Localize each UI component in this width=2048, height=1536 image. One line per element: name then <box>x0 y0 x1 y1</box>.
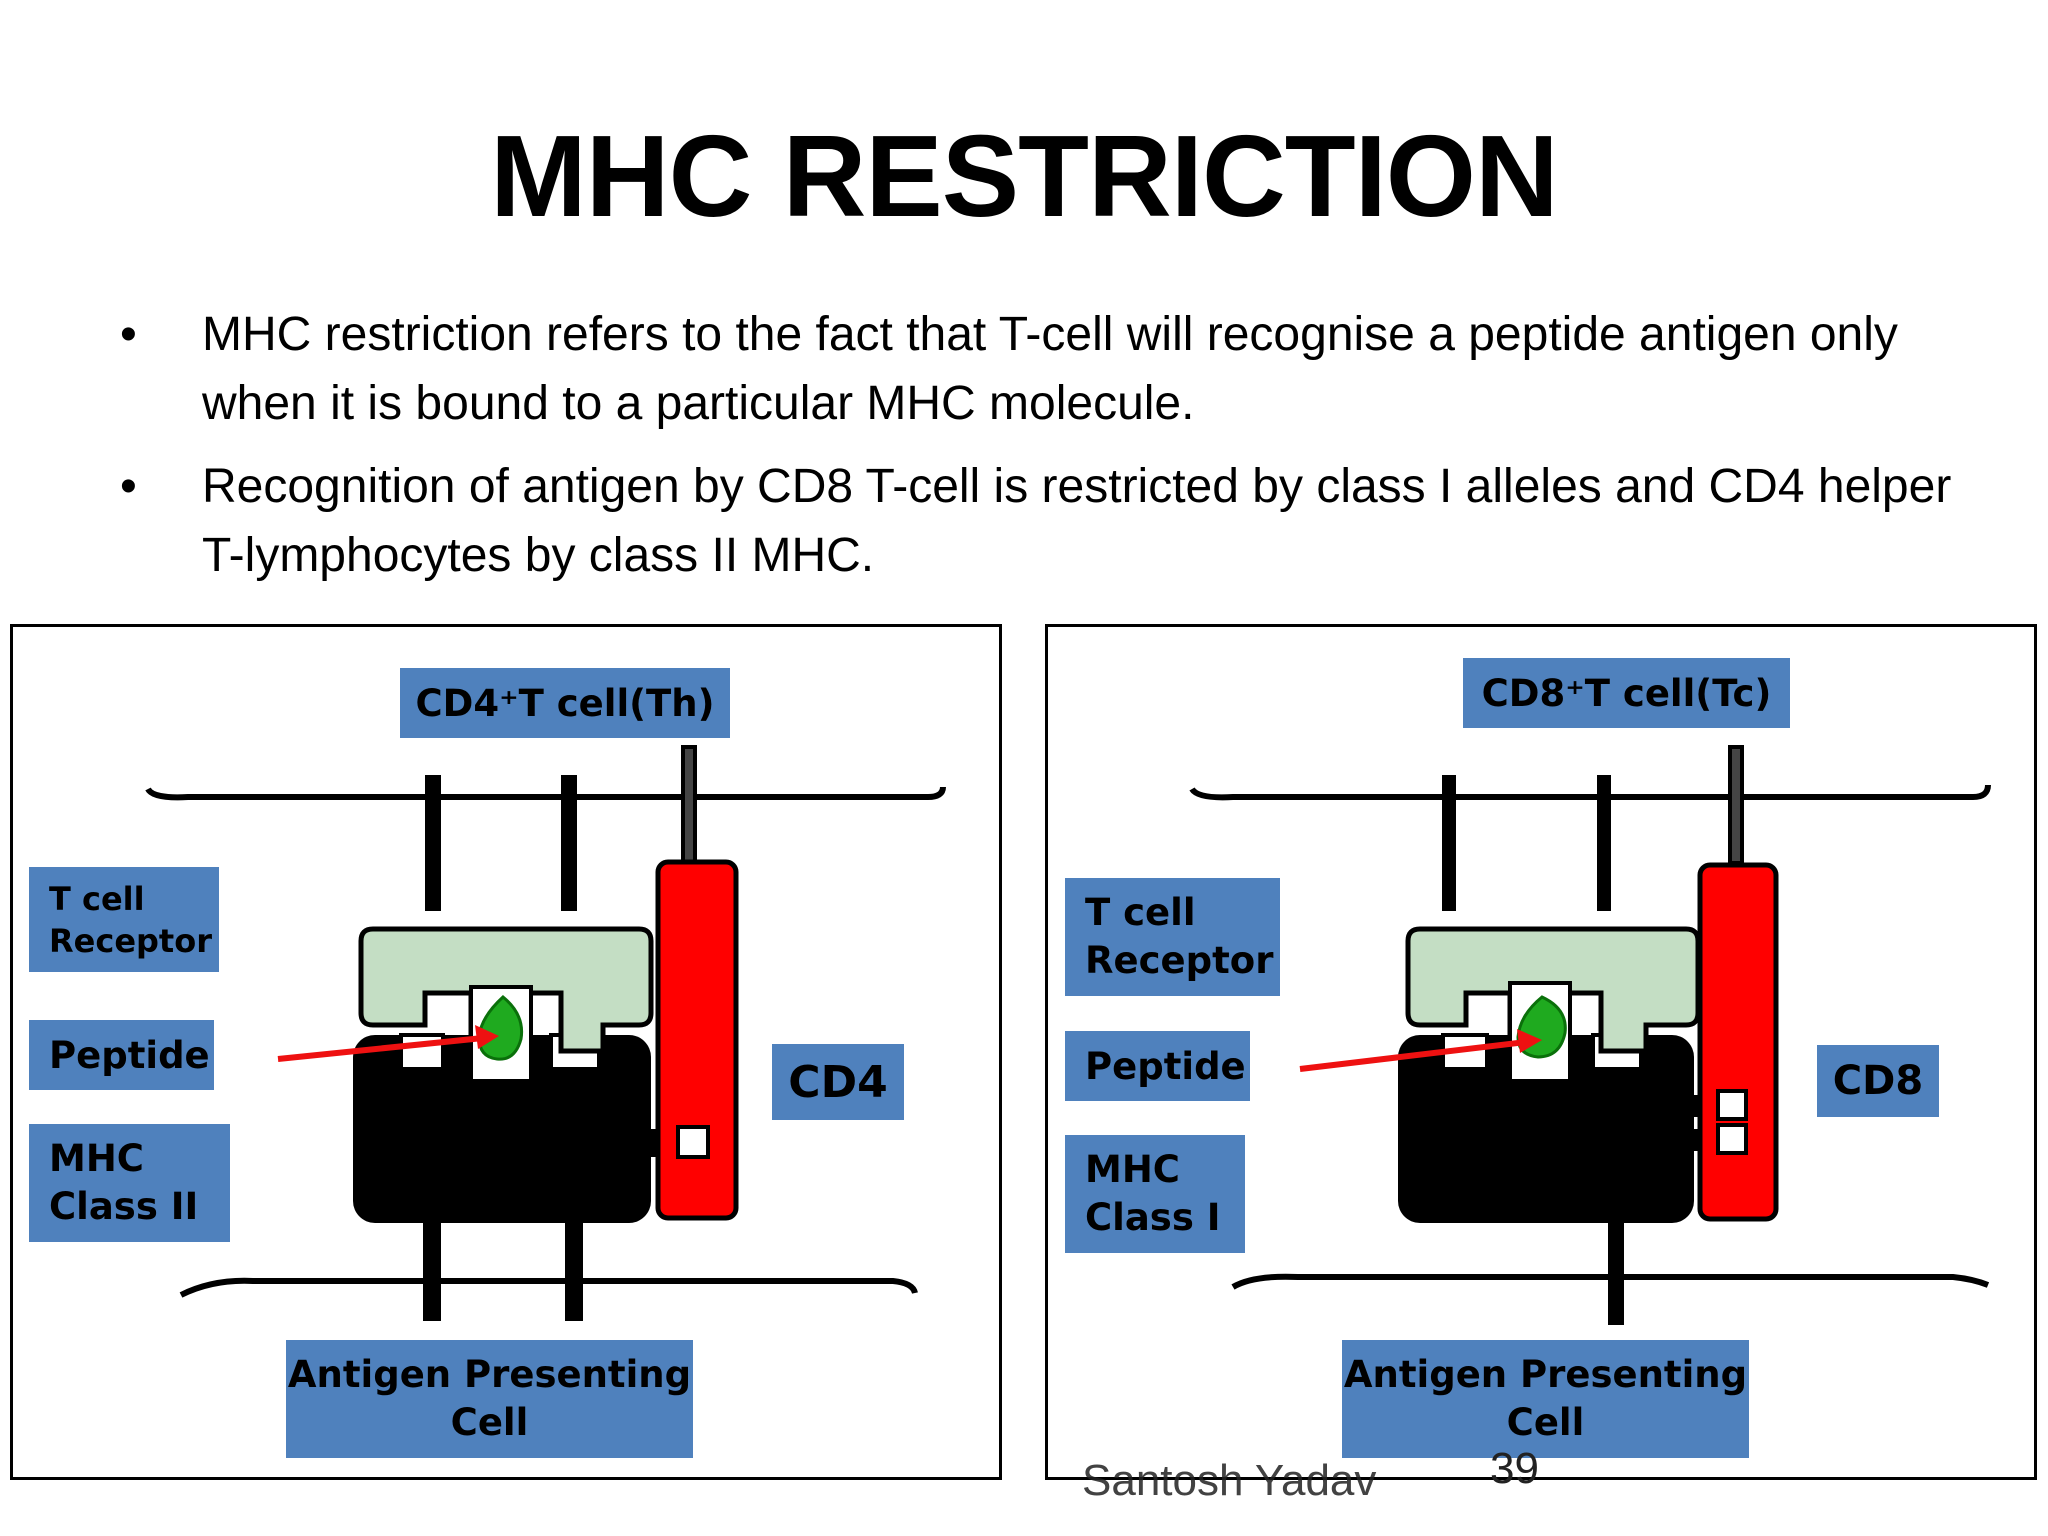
peptide-arrow <box>1299 1039 1527 1072</box>
cd8-stalk-inner <box>1732 749 1740 861</box>
cd8-slot-top <box>1716 1089 1748 1121</box>
apc-membrane <box>1231 1273 1990 1290</box>
cd8-t-cell-label: CD8⁺T cell(Tc) <box>1463 658 1790 728</box>
tcr-beta-stalk <box>1597 775 1611 911</box>
tcr-label: T cell Receptor <box>1065 878 1280 996</box>
apc-label: Antigen Presenting Cell <box>1342 1340 1749 1458</box>
cd4-connector-slot <box>676 1125 710 1159</box>
page-number: 39 <box>1490 1444 1539 1493</box>
cd8-body <box>1697 862 1779 1222</box>
cd8-slot-bottom <box>1716 1123 1748 1155</box>
cd8-diagram-graphic <box>1189 745 1991 1325</box>
peptide-label: Peptide <box>1065 1031 1250 1101</box>
mhc-class-i-label: MHC Class I <box>1065 1135 1245 1253</box>
bullet-item: • MHC restriction refers to the fact tha… <box>120 300 2000 438</box>
peptide-label: Peptide <box>29 1020 214 1090</box>
bullet-item: • Recognition of antigen by CD8 T-cell i… <box>120 452 2000 590</box>
tcr-alpha-stalk <box>425 775 441 911</box>
cd4-stalk-inner <box>685 749 693 861</box>
peptide-arrowhead <box>1517 1029 1542 1053</box>
apc-label: Antigen Presenting Cell <box>286 1340 693 1458</box>
mhc-class-ii-body <box>353 1035 651 1223</box>
mhc-alpha-stalk <box>423 1223 441 1321</box>
bullet-list: • MHC restriction refers to the fact tha… <box>120 300 2000 604</box>
bullet-text: Recognition of antigen by CD8 T-cell is … <box>202 460 1952 582</box>
mhc-class-i-body <box>1398 1035 1694 1223</box>
tcr-alpha-stalk <box>1442 775 1456 911</box>
peptide-shape <box>477 995 524 1061</box>
t-cell-membrane <box>1189 784 1991 801</box>
slide-title: MHC RESTRICTION <box>490 111 1559 241</box>
cd4-body <box>655 859 739 1221</box>
peptide-arrowhead <box>475 1025 499 1049</box>
bullet-marker: • <box>120 308 137 361</box>
cd4-label: CD4 <box>772 1044 904 1120</box>
tcr-beta-stalk <box>561 775 577 911</box>
cd8-mhc-class-i-diagram: CD8⁺T cell(Tc) T cell Receptor Peptide M… <box>1045 624 2037 1480</box>
bullet-marker: • <box>120 460 137 513</box>
mhc-class-ii-label: MHC Class II <box>29 1124 230 1242</box>
bullet-text: MHC restriction refers to the fact that … <box>202 308 1898 430</box>
tcr-label: T cell Receptor <box>29 867 219 972</box>
cd4-t-cell-label: CD4⁺T cell(Th) <box>400 668 730 738</box>
cd8-label: CD8 <box>1817 1045 1939 1117</box>
mhc-beta-stalk <box>565 1223 583 1321</box>
apc-membrane <box>179 1277 918 1298</box>
peptide-arrow <box>277 1035 484 1062</box>
cd4-diagram-graphic <box>145 745 946 1321</box>
t-cell-membrane <box>145 786 946 801</box>
footer-author: Santosh Yadav <box>1082 1456 1377 1505</box>
cd4-mhc-class-ii-diagram: CD4⁺T cell(Th) T cell Receptor Peptide M… <box>10 624 1002 1480</box>
